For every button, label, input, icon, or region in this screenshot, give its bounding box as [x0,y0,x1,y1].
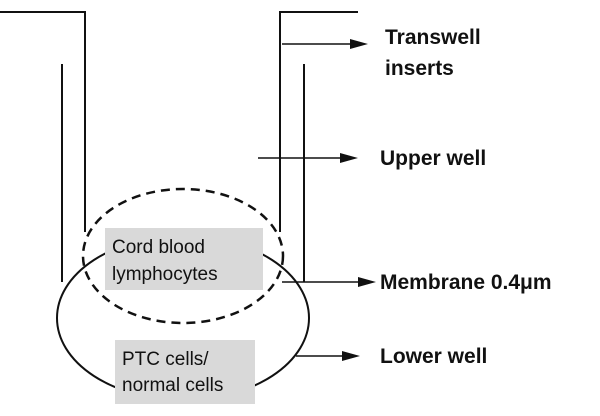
upper-well-label: Upper well [380,147,486,170]
ptc-cells-box [115,340,255,404]
insert-membrane-ellipse [81,187,285,325]
lower-well-label: Lower well [380,345,487,368]
ptc-cells-label-line1: PTC cells/ [122,349,209,370]
membrane-arrow [282,277,376,287]
transwell-label-line1: Transwell [385,26,481,49]
membrane-label: Membrane 0.4μm [380,271,552,294]
cord-blood-box [105,228,263,290]
outer-wall-left [0,11,86,232]
ptc-cells-label-line2: normal cells [122,375,223,396]
cord-blood-label-line1: Cord blood [112,237,205,258]
transwell-arrow [282,39,368,49]
transwell-label-line2: inserts [385,57,454,80]
outer-wall-right [279,11,358,232]
cord-blood-label-line2: lymphocytes [112,264,218,285]
upper-well-arrow [258,153,358,163]
lower-well-arrow [296,351,360,361]
